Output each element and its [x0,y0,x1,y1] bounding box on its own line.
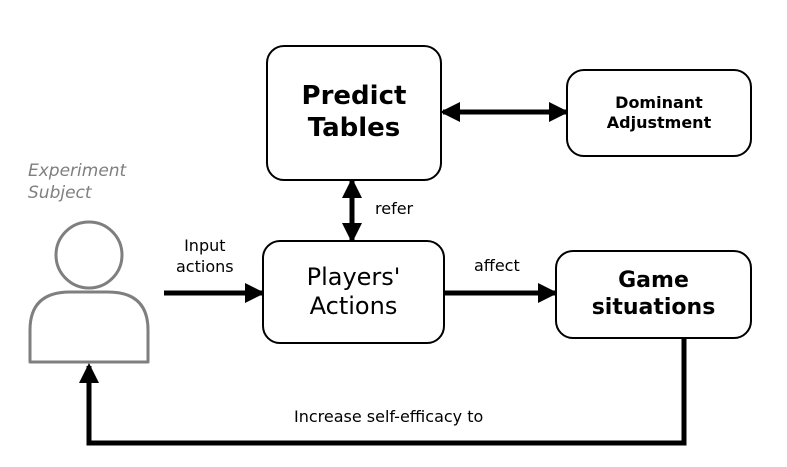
edge-feedback-loop [79,339,687,446]
node-dominant-adjustment[interactable]: Dominant Adjustment [566,69,752,157]
actor-caption: Experiment Subject [28,161,127,204]
label-feedback: Increase self-efficacy to [294,407,484,426]
node-players-actions[interactable]: Players' Actions [262,240,445,344]
label-refer: refer [375,199,414,218]
label-affect: affect [474,256,520,275]
person-icon [28,220,150,364]
label-input-actions: Input actions [176,236,234,276]
node-predict-tables[interactable]: Predict Tables [266,45,442,181]
node-game-situations[interactable]: Game situations [555,250,752,339]
